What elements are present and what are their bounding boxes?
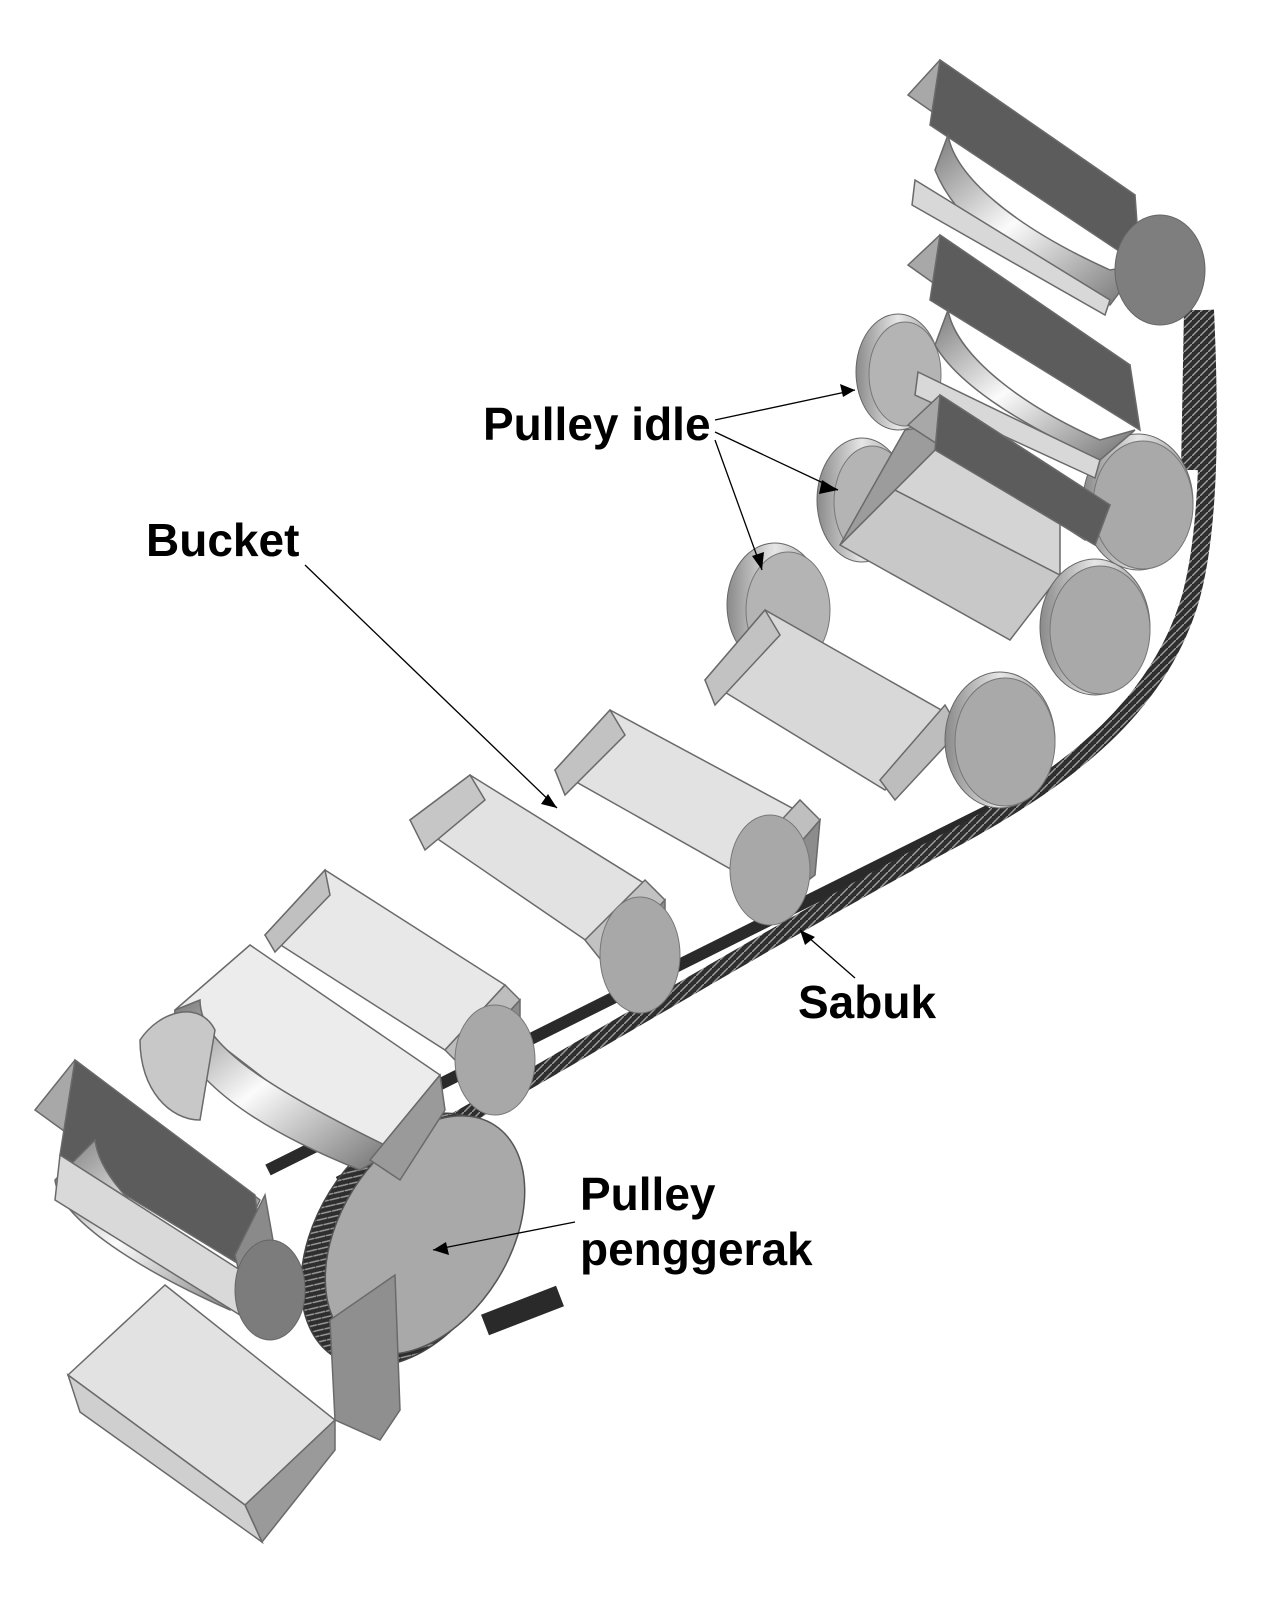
right-pulley-3	[944, 671, 1056, 809]
leader-line-pulley-penggerak	[432, 1221, 576, 1251]
label-pulley-penggerak-line1: Pulley	[580, 1168, 716, 1220]
arrowhead-1	[840, 384, 855, 397]
bucket-top-3	[906, 393, 1112, 547]
right-pulley-1	[1082, 433, 1194, 571]
arrowhead-2	[819, 480, 838, 494]
label-sabuk: Sabuk	[798, 976, 936, 1028]
arrowhead-5	[800, 930, 815, 945]
arrowhead-4	[541, 794, 557, 808]
bucket-curve-box	[838, 418, 1062, 641]
bucket-mid-4	[703, 608, 961, 802]
bucket-mid-2	[408, 773, 681, 1014]
bucket-top-1	[906, 58, 1206, 326]
label-pulley-penggerak-group: Pulley penggerak	[432, 1168, 813, 1275]
idle-pulley-1	[855, 313, 942, 431]
label-bucket-group: Bucket	[146, 514, 558, 809]
right-pulley-2	[1039, 558, 1151, 696]
label-sabuk-group: Sabuk	[798, 929, 936, 1028]
leader-line-pulley-idle-1	[714, 389, 856, 421]
arrowhead-3	[752, 552, 764, 570]
bottom-tray	[66, 1273, 401, 1545]
leader-line-pulley-idle-2	[714, 431, 839, 491]
bucket-lower-cylinder	[139, 944, 446, 1182]
bucket-mid-1	[263, 868, 536, 1116]
leader-line-bucket	[304, 564, 558, 809]
bucket-mid-3	[553, 708, 822, 926]
arrowhead-6	[433, 1242, 449, 1255]
label-bucket: Bucket	[146, 514, 299, 566]
bucket-top-2	[906, 233, 1141, 480]
label-pulley-idle: Pulley idle	[483, 398, 711, 450]
label-pulley-penggerak-line2: penggerak	[580, 1223, 813, 1275]
label-pulley-idle-group: Pulley idle	[483, 384, 856, 571]
leader-line-pulley-idle-3	[714, 439, 763, 571]
bucket-bottom-left	[33, 1058, 306, 1341]
